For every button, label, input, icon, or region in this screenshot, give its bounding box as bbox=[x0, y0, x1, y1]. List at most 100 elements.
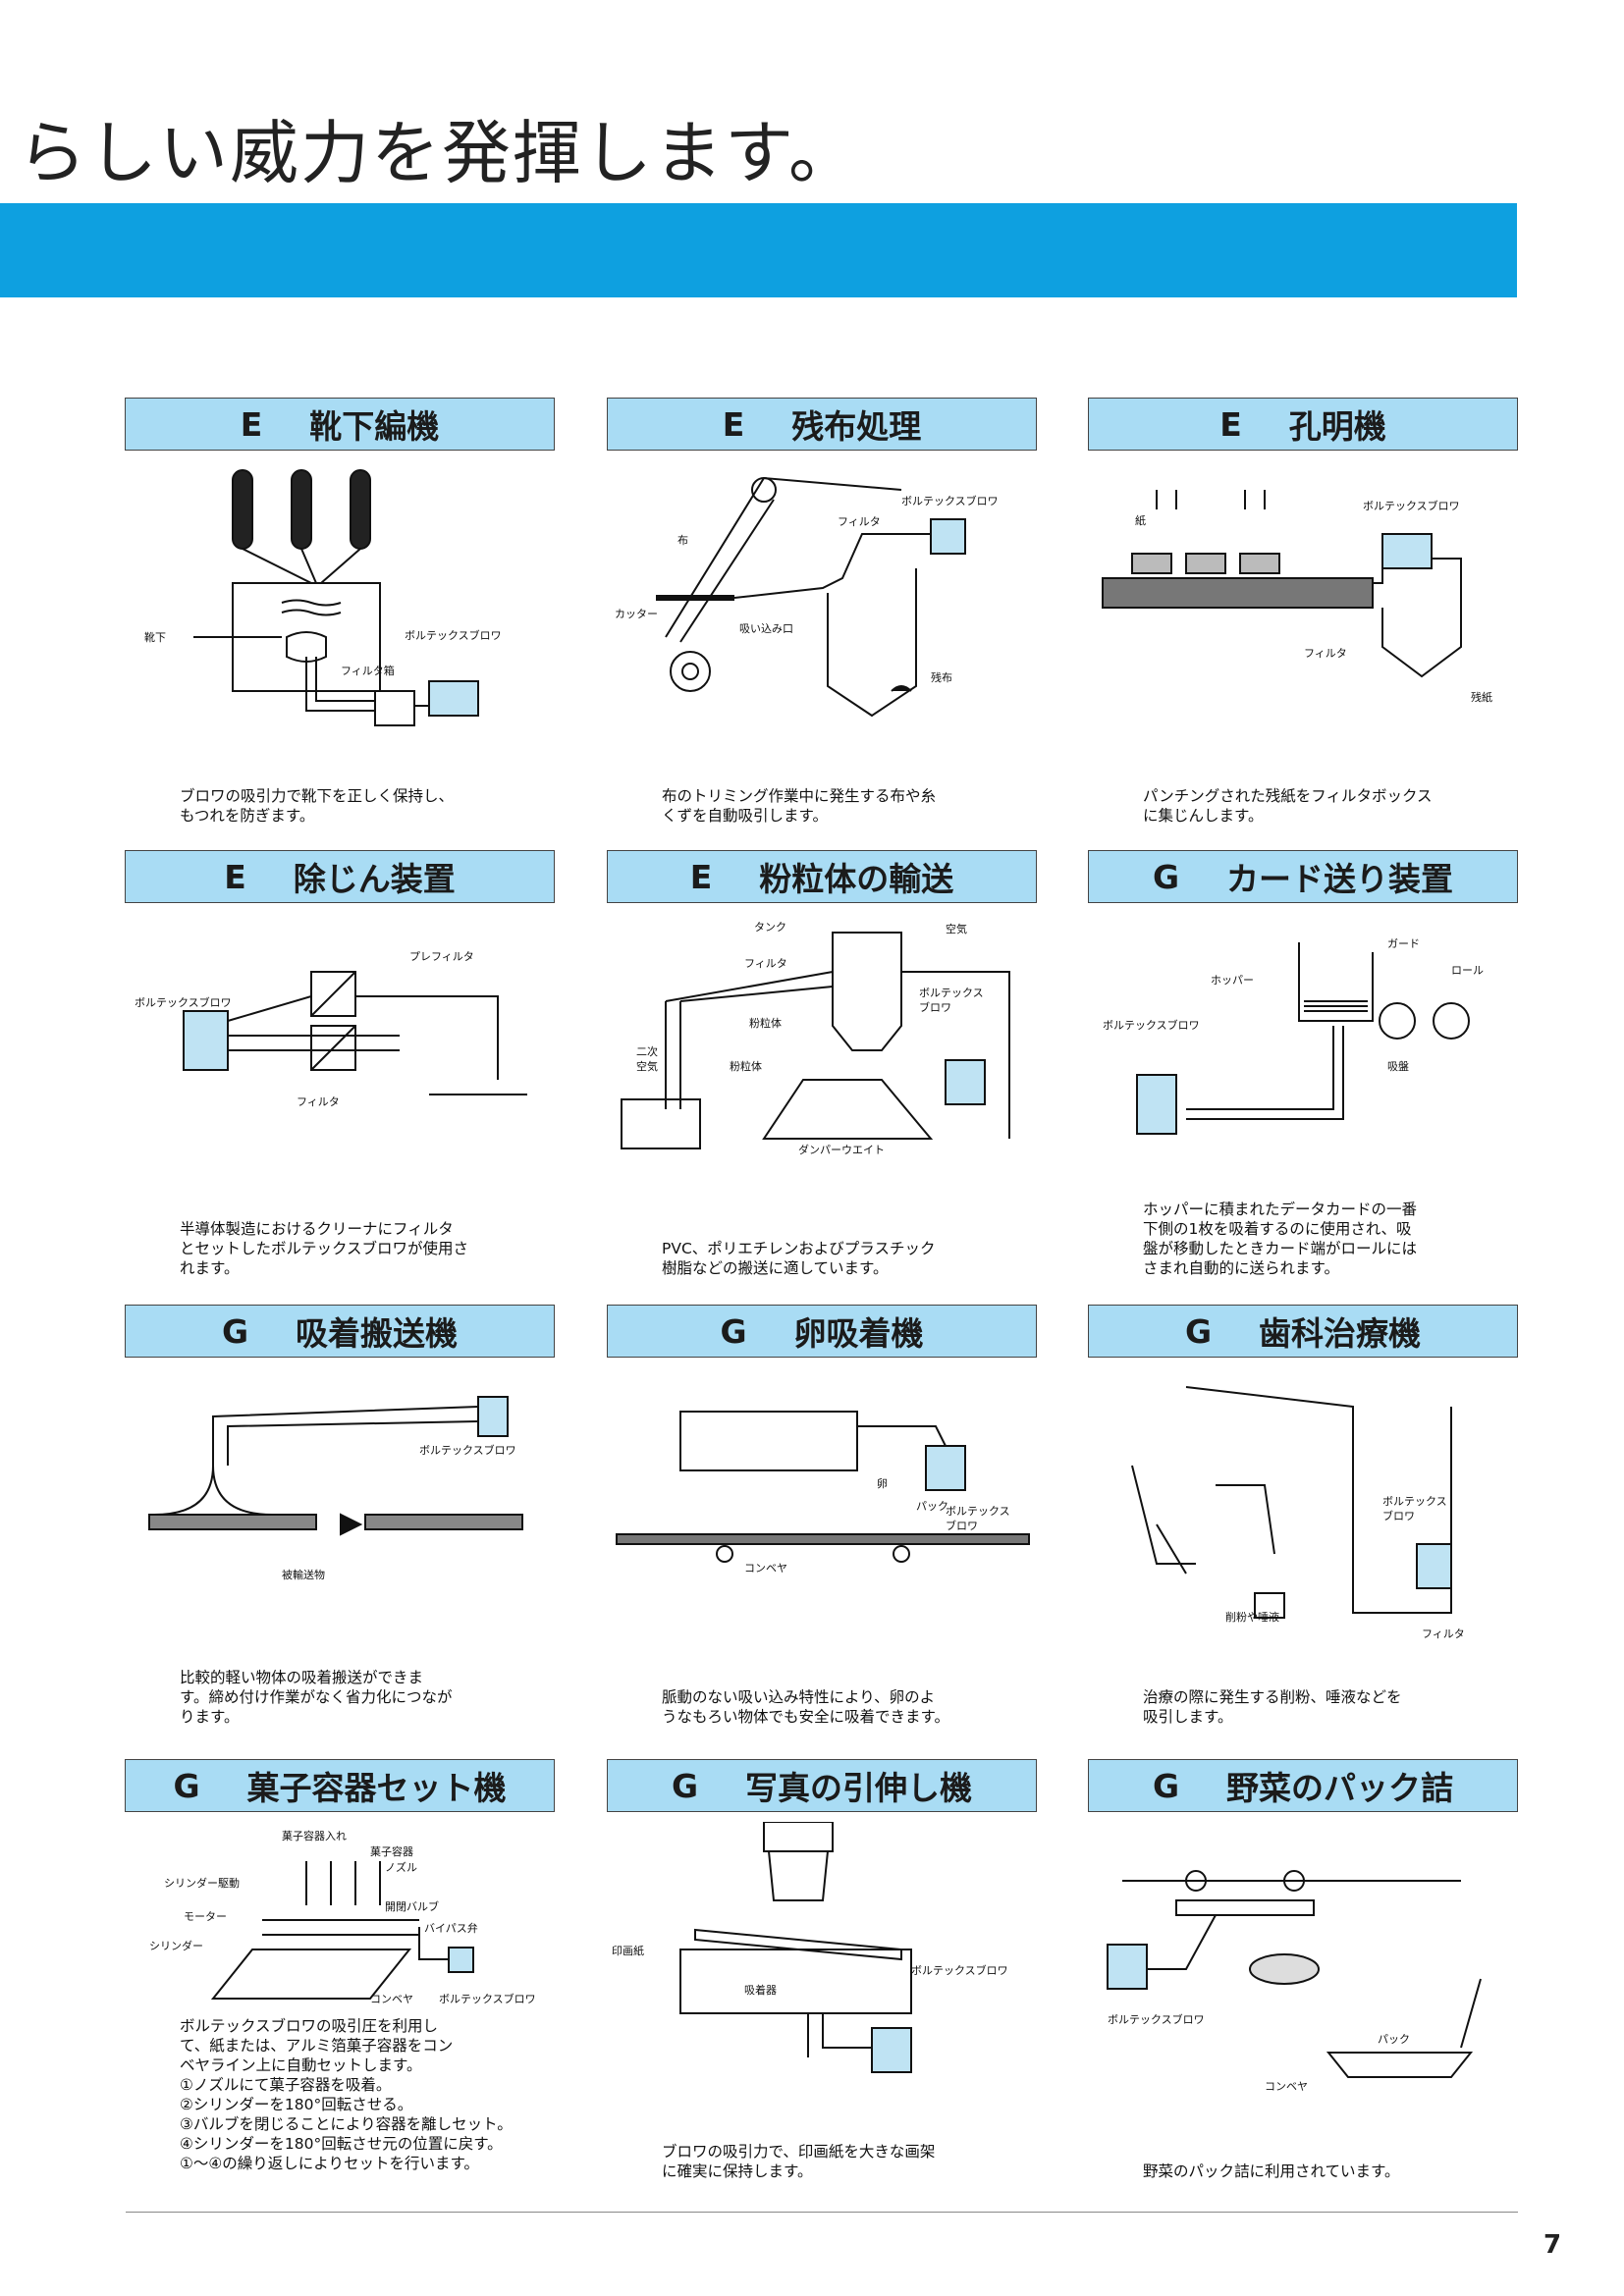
diagram: ボルテックスブロワ フィルタ 布 カッター 吸い込み口 残布 bbox=[607, 460, 1037, 745]
caption: 脈動のない吸い込み特性により、卵のよ うなもろい物体でも安全に吸着できます。 bbox=[662, 1688, 949, 1726]
dental-unit-diagram: ボルテックス ブロワ 削粉や唾液 フィルタ bbox=[1131, 1386, 1465, 1640]
label: カッター bbox=[615, 608, 658, 620]
photo-enlarger-diagram: 印画紙 ボルテックスブロワ 吸着器 bbox=[612, 1821, 1008, 2073]
label: ロール bbox=[1451, 964, 1484, 977]
label: ボルテックスブロワ bbox=[1108, 2012, 1205, 2026]
label: タンク bbox=[754, 921, 786, 934]
label: シリンダー駆動 bbox=[164, 1876, 240, 1890]
caption: ブロワの吸引力で、印画紙を大きな画架 に確実に保持します。 bbox=[662, 2143, 936, 2180]
header-band bbox=[0, 203, 1517, 297]
caption: 半導体製造におけるクリーナにフィルタ とセットしたボルテックスブロワが使用さ れ… bbox=[180, 1220, 469, 1277]
confectionery-setter-diagram: 菓子容器入れ 菓子容器 ノズル シリンダー駆動 開閉バルブ モーター バイパス弁… bbox=[149, 1829, 536, 2005]
label: 被輸送物 bbox=[282, 1568, 325, 1581]
waste-cloth-diagram: ボルテックスブロワ フィルタ 布 カッター 吸い込み口 残布 bbox=[615, 476, 999, 718]
label: 吸着器 bbox=[744, 1983, 777, 1997]
page-headline: らしい威力を発揮します。 bbox=[18, 113, 859, 193]
label: ボルテックスブロワ bbox=[901, 494, 999, 507]
card-title-text: 粉粒体の輸送 bbox=[759, 860, 954, 898]
caption: 比較的軽い物体の吸着搬送ができま す。締め付け作業がなく省力化につなが ります。 bbox=[180, 1669, 453, 1726]
caption: ボルテックスブロワの吸引圧を利用し て、紙または、アルミ箔菓子容器をコン ベヤラ… bbox=[180, 2017, 513, 2172]
label: ボルテックスブロワ bbox=[1363, 499, 1460, 512]
diagram: 菓子容器入れ 菓子容器 ノズル シリンダー駆動 開閉バルブ モーター バイパス弁… bbox=[125, 1822, 555, 2008]
caption: パンチングされた残紙をフィルタボックス に集じんします。 bbox=[1143, 787, 1433, 825]
egg-suction-diagram: 卵 パック ボルテックス ブロワ コンベヤ bbox=[616, 1411, 1030, 1575]
dust-collector-diagram: プレフィルタ ボルテックスブロワ フィルタ bbox=[135, 950, 527, 1108]
label: コンベヤ bbox=[370, 1993, 413, 2005]
card-title-text: 残布処理 bbox=[791, 407, 922, 446]
vegetable-packing-diagram: ボルテックスブロワ パック コンベヤ bbox=[1107, 1870, 1482, 2093]
label: 空気 bbox=[636, 1059, 658, 1073]
diagram: ボルテックスブロワ 被輸送物 bbox=[125, 1367, 555, 1652]
label: ブロワ bbox=[946, 1519, 978, 1532]
caption: ホッパーに積まれたデータカードの一番 下側の1枚を吸着するのに使用され、吸 盤が… bbox=[1143, 1201, 1418, 1277]
label: フィルタ bbox=[744, 957, 787, 970]
label: ブロワ bbox=[919, 1000, 951, 1014]
label: 開閉バルブ bbox=[385, 1899, 439, 1913]
label: 靴下 bbox=[144, 630, 166, 644]
label: プレフィルタ bbox=[409, 950, 474, 963]
diagram: ガード ロール ホッパー ボルテックスブロワ 吸盤 bbox=[1088, 913, 1518, 1198]
diagram: 印画紙 ボルテックスブロワ 吸着器 bbox=[607, 1821, 1037, 2107]
diagram: 靴下 ボルテックスブロワ フィルタ箱 bbox=[125, 460, 555, 745]
card-title-text: 除じん装置 bbox=[293, 860, 456, 898]
label: ブロワ bbox=[1382, 1509, 1415, 1522]
card-title-text: 靴下編機 bbox=[309, 407, 440, 446]
label: 吸い込み口 bbox=[739, 622, 793, 635]
diagram: ボルテックス ブロワ 削粉や唾液 フィルタ bbox=[1088, 1367, 1518, 1652]
label: フィルタ bbox=[297, 1095, 340, 1108]
label: パック bbox=[916, 1500, 948, 1513]
suction-conveyor-diagram: ボルテックスブロワ 被輸送物 bbox=[148, 1396, 523, 1581]
label: 印画紙 bbox=[612, 1944, 644, 1957]
card-title-text: 卵吸着機 bbox=[793, 1314, 924, 1353]
punching-machine-diagram: ボルテックスブロワ 紙 フィルタ 残紙 bbox=[1102, 490, 1492, 704]
diagram: プレフィルタ ボルテックスブロワ フィルタ bbox=[125, 913, 555, 1198]
label: ボルテックスブロワ bbox=[1103, 1018, 1200, 1032]
page-number: 7 bbox=[1543, 2230, 1562, 2260]
label: 菓子容器入れ bbox=[282, 1829, 347, 1842]
label: ボルテックス bbox=[919, 987, 984, 999]
label: 二次 bbox=[636, 1044, 658, 1058]
card-title-text: カード送り装置 bbox=[1226, 860, 1454, 898]
diagram: ボルテックスブロワ 紙 フィルタ 残紙 bbox=[1088, 460, 1518, 745]
label: 粉粒体 bbox=[749, 1016, 782, 1030]
diagram: ボルテックスブロワ パック コンベヤ bbox=[1088, 1822, 1518, 2107]
label: フィルタ bbox=[838, 515, 881, 528]
label: 粉粒体 bbox=[730, 1059, 762, 1073]
label: 布 bbox=[677, 534, 688, 547]
label: ボルテックス bbox=[1382, 1495, 1447, 1508]
label: モーター bbox=[184, 1910, 227, 1923]
card-title-text: 写真の引伸し機 bbox=[745, 1769, 973, 1807]
label: フィルタ bbox=[1304, 647, 1347, 660]
card-title-text: 孔明機 bbox=[1288, 407, 1386, 446]
label: 残紙 bbox=[1471, 690, 1492, 704]
card-title-text: 野菜のパック詰 bbox=[1226, 1769, 1454, 1807]
label: ボルテックスブロワ bbox=[135, 995, 232, 1009]
label: 残布 bbox=[931, 670, 952, 684]
label: フィルタ bbox=[1422, 1628, 1465, 1640]
label: ボルテックスブロワ bbox=[911, 1963, 1008, 1977]
label: 削粉や唾液 bbox=[1225, 1610, 1279, 1624]
label: ボルテックスブロワ bbox=[419, 1443, 516, 1457]
card-title-text: 菓子容器セット機 bbox=[246, 1769, 507, 1807]
card-title-text: 吸着搬送機 bbox=[296, 1314, 459, 1353]
